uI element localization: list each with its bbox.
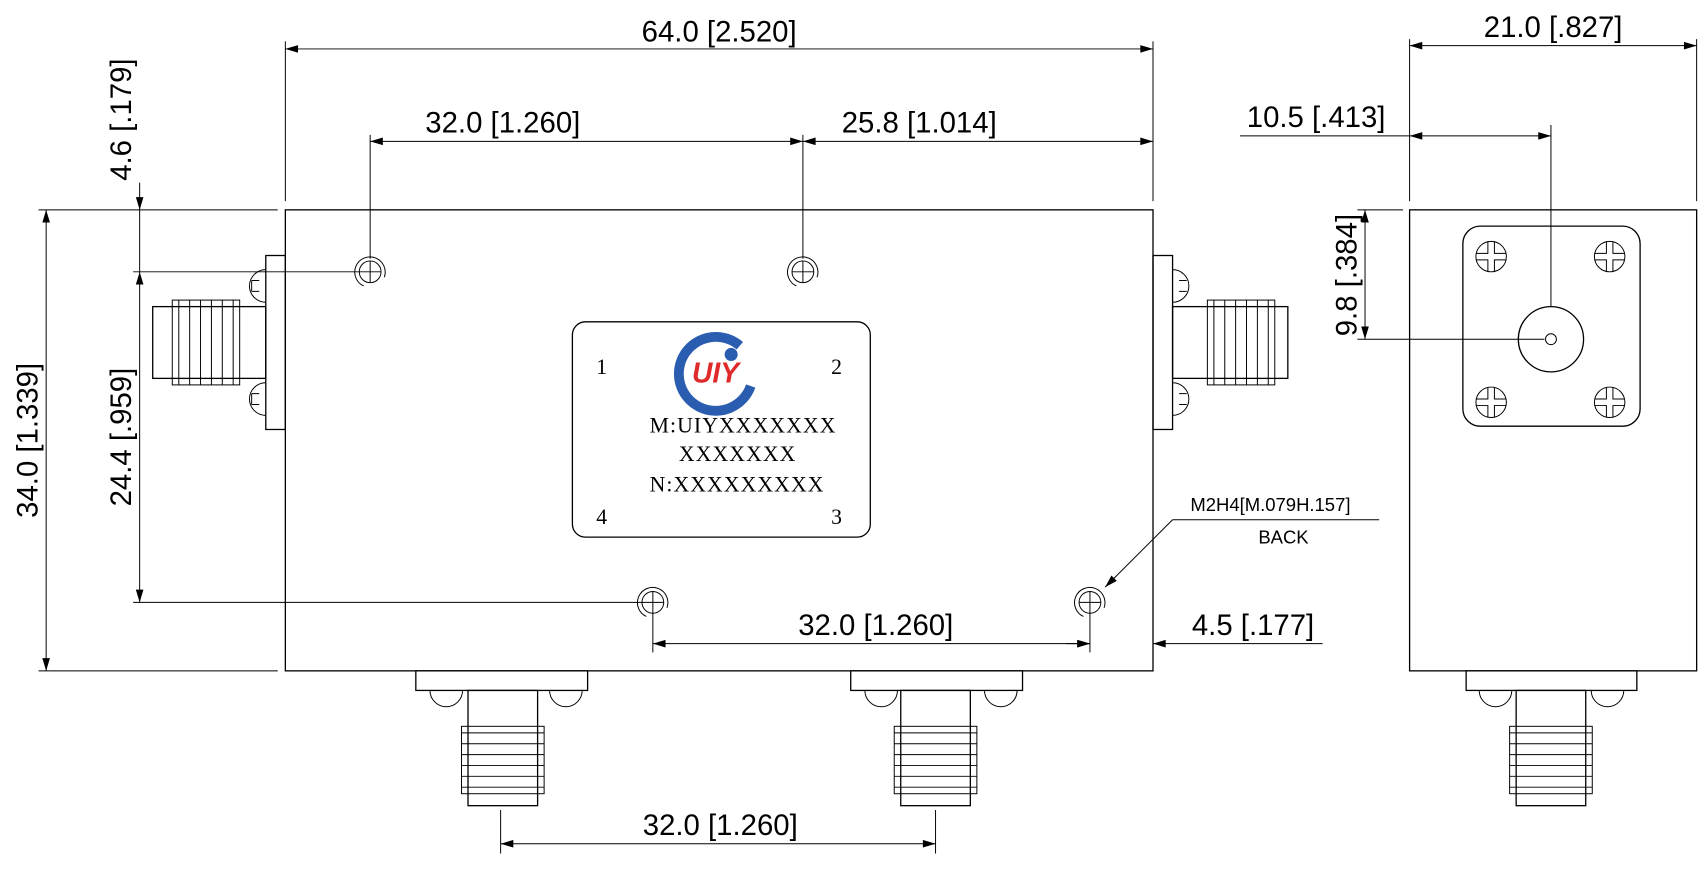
dimension-text: 64.0 [2.520]: [642, 15, 797, 48]
dimension-text: 34.0 [1.339]: [11, 363, 44, 518]
dim-top-hole-offset: 4.6 [.179]: [105, 58, 360, 273]
dim-overall-length: 64.0 [2.520]: [284, 15, 1154, 202]
dim-side-connector-x: 10.5 [.413]: [1239, 101, 1552, 307]
sma-connector-left: [152, 254, 287, 431]
main-body: [284, 209, 1154, 672]
dim-side-connector-y: 9.8 [.384]: [1330, 209, 1545, 340]
dimension-text: 25.8 [1.014]: [842, 107, 997, 140]
svg-text:UIY: UIY: [692, 357, 741, 389]
side-view: [1408, 209, 1698, 807]
mounting-hole: [636, 586, 669, 617]
dim-overall-height: 34.0 [1.339]: [11, 209, 278, 672]
mounting-hole: [354, 256, 386, 287]
dim-bottom-hole-spacing: 32.0 [1.260]: [652, 609, 1091, 653]
sma-connector-bottom-3: [850, 670, 1024, 807]
port-1-label: 1: [596, 355, 607, 379]
uiy-logo: UIY: [673, 332, 756, 416]
dim-side-width: 21.0 [.827]: [1409, 11, 1698, 202]
port-4-label: 4: [596, 505, 607, 529]
dimension-text: 32.0 [1.260]: [425, 107, 580, 140]
dim-hole-to-right-edge: 25.8 [1.014]: [802, 107, 1154, 146]
dimension-text: 9.8 [.384]: [1330, 214, 1363, 336]
dimension-text: 24.4 [.959]: [105, 368, 138, 507]
mounting-hole: [1074, 586, 1106, 617]
dimension-text: 10.5 [.413]: [1247, 101, 1386, 134]
mounting-hole: [786, 256, 819, 287]
screw-icon: [1475, 386, 1507, 419]
dimension-text: 4.6 [.179]: [105, 58, 138, 180]
serial-number: N:XXXXXXXXX: [650, 472, 825, 496]
dim-hole-vertical-spacing: 24.4 [.959]: [105, 271, 642, 603]
port-2-label: 2: [831, 355, 842, 379]
dimension-text: 4.5 [.177]: [1192, 609, 1314, 642]
product-label: UIY 1 2 3 4 M:UIYXXXXXXX XXXXXXX N:XXXXX…: [571, 321, 871, 538]
dimension-text: M2H4[M.079H.157]: [1190, 494, 1350, 515]
dim-top-hole-spacing: 32.0 [1.260]: [369, 107, 804, 259]
sma-connector-right: [1152, 254, 1289, 431]
dimension-text: BACK: [1258, 527, 1309, 548]
sma-connector-bottom-4: [415, 670, 589, 807]
model-number-cont: XXXXXXX: [679, 442, 796, 466]
dim-connector-spacing: 32.0 [1.260]: [500, 809, 937, 854]
dimension-text: 32.0 [1.260]: [798, 609, 953, 642]
model-number: M:UIYXXXXXXX: [650, 414, 837, 438]
port-3-label: 3: [831, 505, 842, 529]
dimension-text: 21.0 [.827]: [1484, 11, 1623, 44]
screw-icon: [1593, 386, 1626, 419]
screw-icon: [1475, 240, 1507, 273]
dimension-text: 32.0 [1.260]: [643, 809, 798, 842]
dim-bottom-hole-edge-offset: 4.5 [.177]: [1066, 609, 1323, 648]
hole-callout: M2H4[M.079H.157] BACK: [1104, 494, 1380, 588]
screw-icon: [1593, 240, 1626, 273]
